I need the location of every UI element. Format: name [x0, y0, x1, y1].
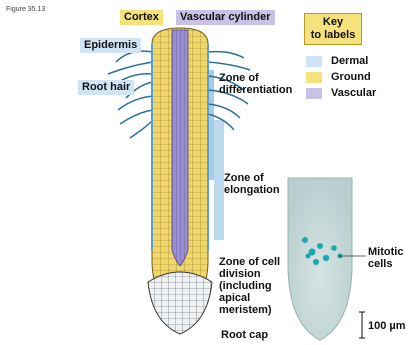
key-item-dermal: Dermal [306, 54, 368, 68]
root-hair-label: Root hair [78, 80, 134, 95]
root-cap-label: Root cap [221, 329, 268, 341]
vascular-swatch [306, 88, 322, 99]
zone-differentiation-label: Zone of differentiation [219, 72, 292, 96]
micrograph [288, 178, 352, 340]
zone-elongation-label: Zone of elongation [224, 172, 280, 196]
key-item-vascular: Vascular [306, 86, 376, 100]
root-cap [148, 272, 212, 334]
key-item-ground: Ground [306, 70, 371, 84]
ground-swatch [306, 72, 322, 83]
vascular-cylinder-label: Vascular cylinder [176, 10, 275, 25]
vascular-cylinder [172, 30, 188, 266]
dermal-swatch [306, 56, 322, 67]
dermal-bar [214, 120, 224, 240]
cortex-label: Cortex [120, 10, 163, 25]
zone-division-label: Zone of cell division (including apical … [219, 256, 280, 316]
scale-label: 100 µm [368, 320, 406, 332]
mitotic-cells-label: Mitotic cells [368, 246, 403, 270]
key-title: Key to labels [304, 13, 362, 45]
epidermis-label: Epidermis [80, 38, 141, 53]
